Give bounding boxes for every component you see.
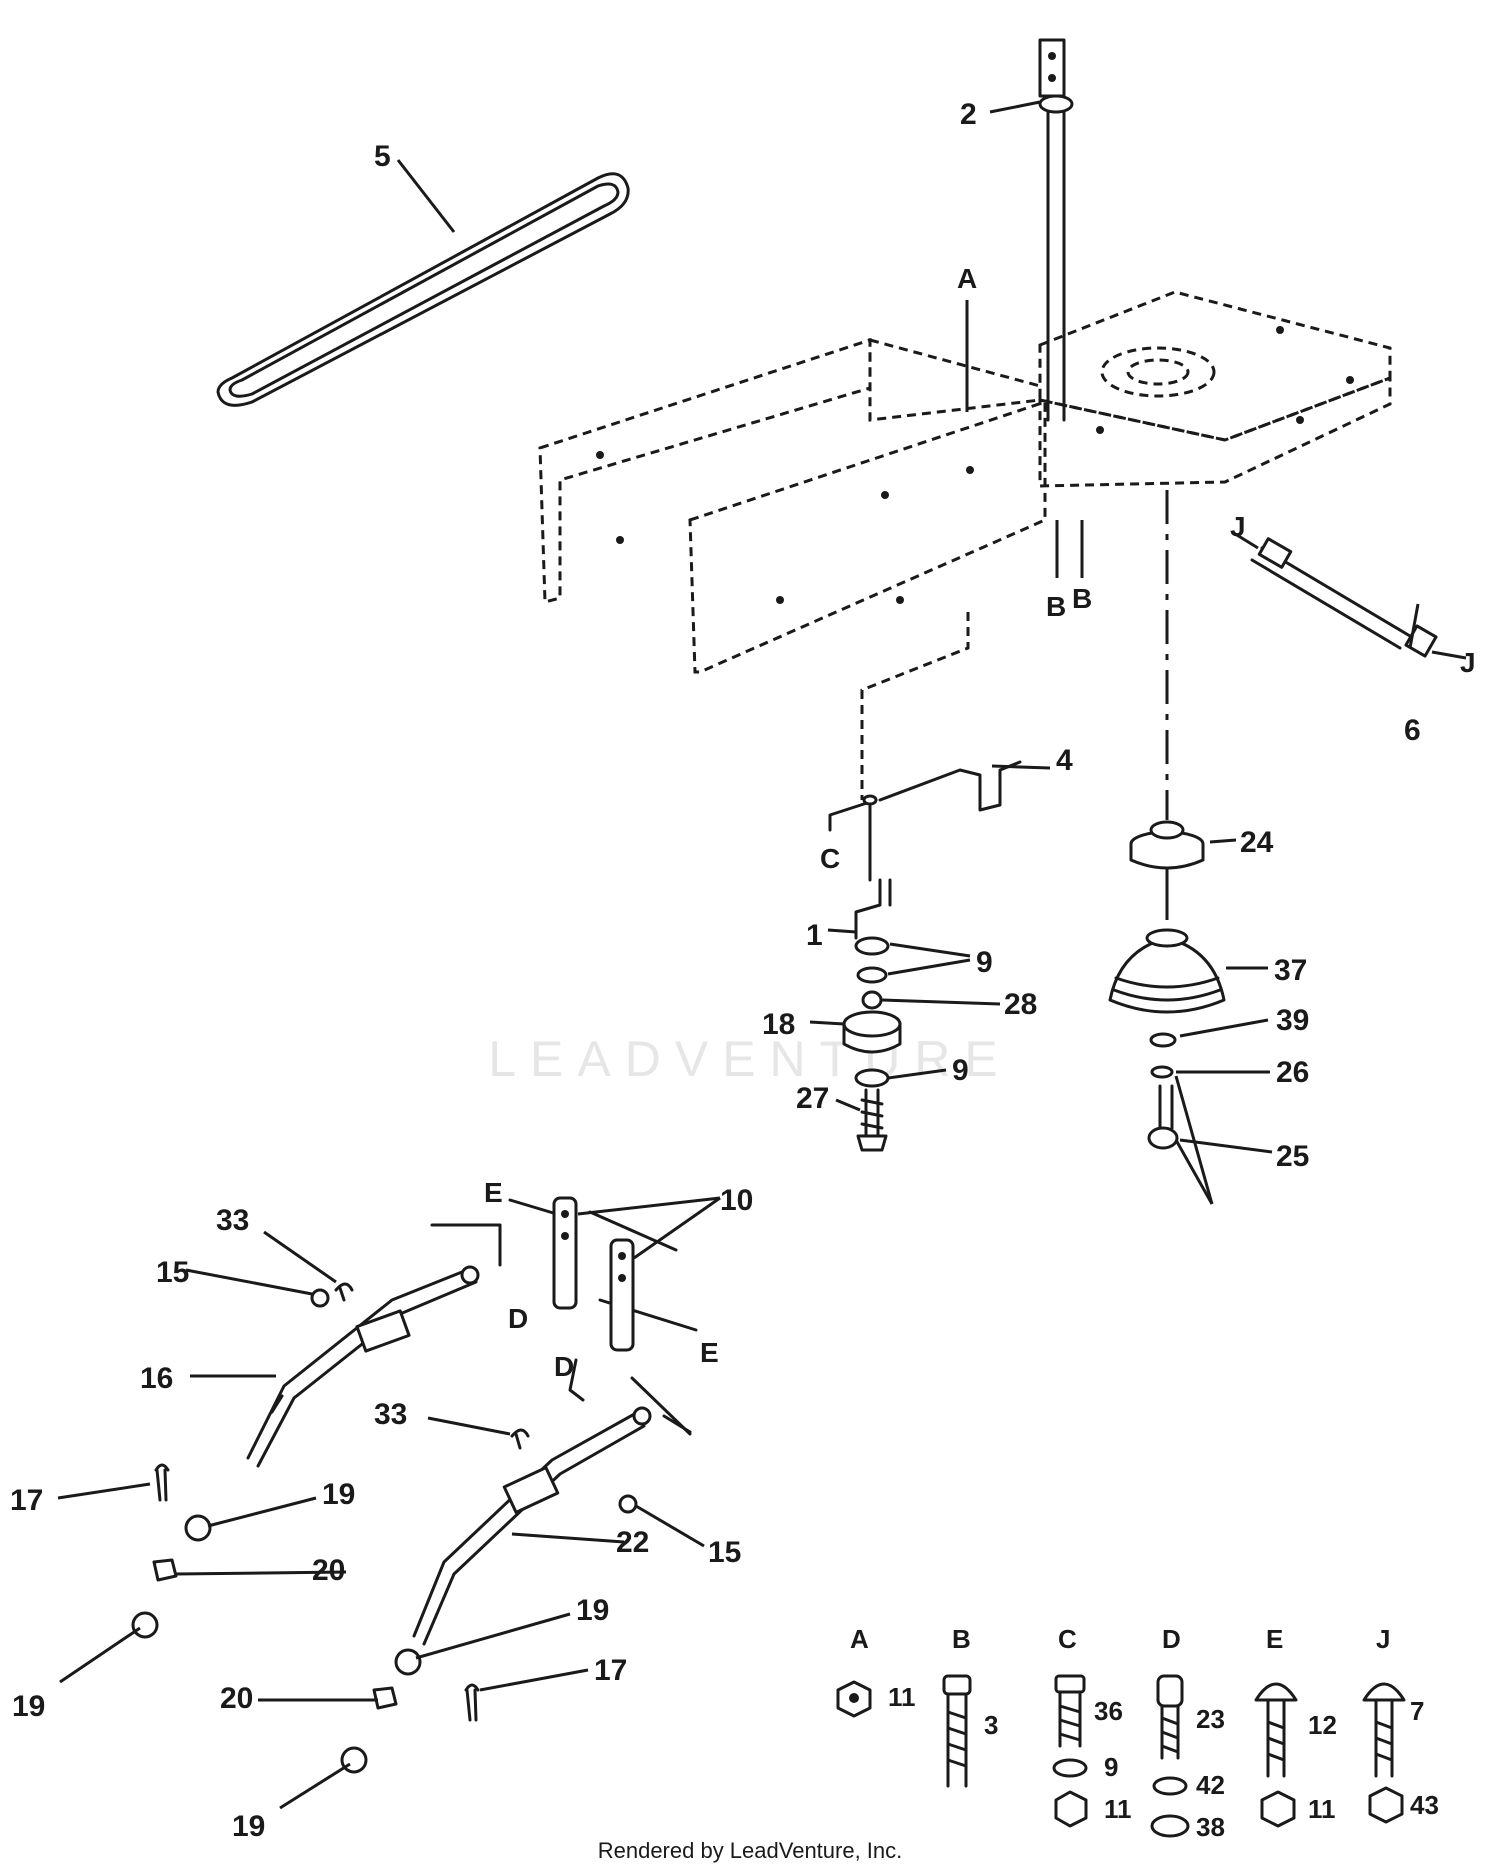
legend-part: 36 (1094, 1696, 1123, 1726)
legend-part: 43 (1410, 1790, 1439, 1820)
legend-letter: J (1376, 1624, 1390, 1654)
callout-19c: 19 (12, 1690, 45, 1723)
legend-part: 42 (1196, 1770, 1225, 1800)
callout-33a: 33 (216, 1204, 249, 1237)
reference-letters: A B B C D D E E J J (484, 263, 1476, 1382)
plate-part (552, 1196, 635, 1352)
legend-part: 38 (1196, 1812, 1225, 1842)
callout-1: 1 (806, 919, 823, 952)
callout-19d: 19 (232, 1810, 265, 1843)
callout-labels: 1 2 4 5 6 9 9 10 15 15 16 17 17 18 19 19… (10, 98, 1421, 1843)
legend-J: J 7 43 (1362, 1624, 1439, 1824)
legend-C: C 36 9 11 (1052, 1624, 1132, 1828)
callout-5: 5 (374, 140, 391, 173)
legend-letter: D (1162, 1624, 1181, 1654)
callout-18: 18 (762, 1008, 795, 1041)
callout-9a: 9 (976, 946, 993, 979)
arm-part-lower (412, 1406, 692, 1646)
callout-20b: 20 (220, 1682, 253, 1715)
legend-part: 23 (1196, 1704, 1225, 1734)
callout-17a: 17 (10, 1484, 43, 1517)
belt-part (216, 172, 630, 407)
callout-27: 27 (796, 1082, 829, 1115)
watermark: LEADVENTURE (488, 1031, 1012, 1087)
idler-pulley-stack (842, 936, 902, 1152)
callout-19b: 19 (576, 1594, 609, 1627)
legend-part: 12 (1308, 1710, 1337, 1740)
rod-part (1038, 38, 1074, 422)
legend-letter: E (1266, 1624, 1283, 1654)
link-part (1231, 530, 1467, 660)
idler-bracket-part (854, 878, 892, 940)
nut-part (131, 1288, 638, 1774)
callout-2: 2 (960, 98, 977, 131)
callout-15b: 15 (708, 1536, 741, 1569)
hardware-legend: A 11 B 3 C 36 9 11 D (836, 1624, 1439, 1842)
leader-lines (57, 100, 1420, 1810)
callout-19a: 19 (322, 1478, 355, 1511)
deck-housing (538, 290, 1392, 674)
callout-16: 16 (140, 1362, 173, 1395)
arm-part (246, 1265, 480, 1468)
legend-part: 7 (1410, 1696, 1424, 1726)
callout-22: 22 (616, 1526, 649, 1559)
callout-4: 4 (1056, 744, 1073, 777)
legend-B: B 3 (942, 1624, 998, 1788)
callout-33b: 33 (374, 1398, 407, 1431)
legend-part: 11 (1308, 1794, 1336, 1824)
legend-letter: A (850, 1624, 869, 1654)
legend-E: E 12 11 (1254, 1624, 1337, 1828)
ref-E1: E (484, 1177, 503, 1208)
callout-39: 39 (1276, 1004, 1309, 1037)
ref-C: C (820, 843, 840, 874)
ref-E2: E (700, 1337, 719, 1368)
callout-15a: 15 (156, 1256, 189, 1289)
bracket-part (828, 760, 1022, 882)
swivel-part (152, 1558, 398, 1710)
footer-credit: Rendered by LeadVenture, Inc. (597, 1838, 903, 1863)
callout-26: 26 (1276, 1056, 1309, 1089)
callout-37: 37 (1274, 954, 1307, 987)
callout-17b: 17 (594, 1654, 627, 1687)
legend-letter: B (952, 1624, 971, 1654)
ref-J1: J (1230, 511, 1246, 542)
callout-6: 6 (1404, 714, 1421, 747)
legend-part: 11 (1104, 1794, 1132, 1824)
ref-B1: B (1046, 591, 1066, 622)
legend-letter: C (1058, 1624, 1077, 1654)
drive-pulley-stack (1108, 820, 1226, 1150)
legend-A: A 11 (836, 1624, 916, 1718)
ref-D2: D (554, 1351, 574, 1382)
ref-A: A (957, 263, 977, 294)
legend-part: 9 (1104, 1752, 1118, 1782)
ref-D1: D (508, 1303, 528, 1334)
callout-25: 25 (1276, 1140, 1309, 1173)
callout-10: 10 (720, 1184, 753, 1217)
legend-part: 3 (984, 1710, 998, 1740)
callout-20a: 20 (312, 1554, 345, 1587)
legend-D: D 23 42 38 (1150, 1624, 1225, 1842)
ref-J2: J (1460, 647, 1476, 678)
callout-24: 24 (1240, 826, 1274, 859)
callout-28: 28 (1004, 988, 1037, 1021)
callout-9b: 9 (952, 1054, 969, 1087)
legend-part: 11 (888, 1682, 916, 1712)
ref-B2: B (1072, 583, 1092, 614)
pin-part (154, 1282, 530, 1722)
